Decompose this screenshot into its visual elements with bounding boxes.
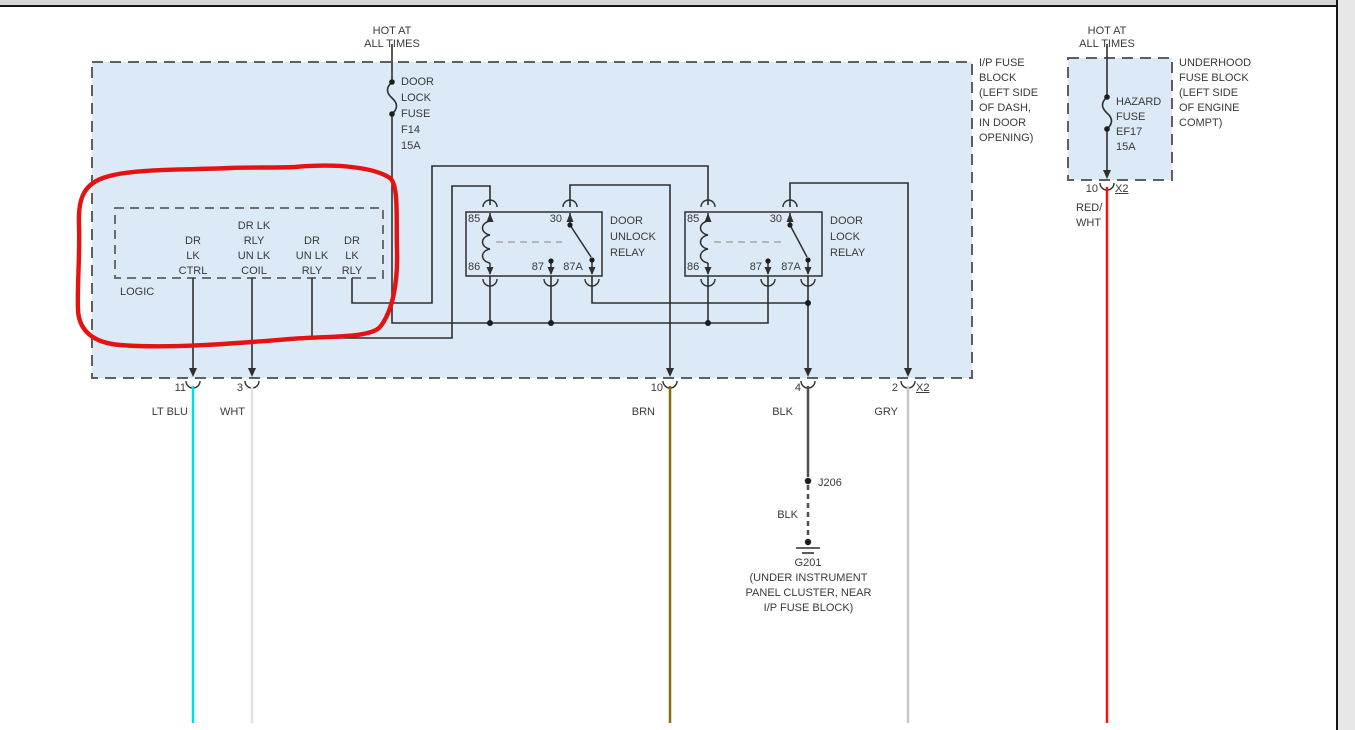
underhood-fuse-block-box — [1067, 57, 1173, 181]
unlock-pin-87: 87 — [531, 261, 544, 273]
lock-pin-85: 85 — [687, 213, 700, 225]
wire-dr-unlk-rly-to-85 — [311, 185, 491, 339]
logic-label: LOGIC — [120, 286, 155, 298]
wire-dr-lk-rly-to-85 — [351, 165, 709, 304]
ground-symbol-g201 — [796, 547, 820, 554]
hot-at-all-times-left: HOT AT ALL TIMES — [364, 25, 420, 50]
door-lock-relay-box — [684, 211, 823, 277]
logic-pin-dr-lk-rly: DR LK RLY — [341, 235, 363, 277]
connector-pin-2: 2 — [891, 382, 898, 394]
junction-dots — [389, 79, 1110, 546]
wire-b-plus-bus — [391, 114, 769, 324]
unlock-pin-85: 85 — [468, 213, 481, 225]
logic-box — [114, 207, 384, 279]
unlock-coil — [481, 220, 491, 264]
window-frame-right-line — [1336, 0, 1338, 730]
arrowheads — [189, 170, 1111, 377]
ground-wire-blk-label: BLK — [777, 509, 798, 521]
hot-at-all-times-right: HOT AT ALL TIMES — [1079, 25, 1135, 50]
logic-pin-dr-lk-rly-un-lk-coil: DR LK RLY UN LK COIL — [237, 220, 271, 277]
door-unlock-relay-box — [465, 211, 603, 277]
splice-j206-dot — [804, 477, 812, 485]
window-frame-top — [0, 0, 1355, 5]
fuse-ef17-label: HAZARD FUSE EF17 15A — [1116, 96, 1162, 153]
unlock-pin-87a: 87A — [563, 261, 583, 273]
fuse-f14-element — [386, 81, 398, 115]
lock-pin-30: 30 — [769, 213, 782, 225]
connector-pin-11: 11 — [174, 382, 186, 394]
lock-coil — [699, 220, 709, 264]
splice-j206-label: J206 — [818, 477, 842, 489]
fuse-ef17-element — [1101, 96, 1113, 130]
lock-pin-87: 87 — [749, 261, 762, 273]
lock-pin-86: 86 — [687, 261, 700, 273]
ground-dot — [804, 538, 812, 546]
underhood-pin-10: 10 — [1085, 183, 1098, 195]
unlock-pin-30: 30 — [549, 213, 562, 225]
connector-arcs — [185, 182, 1115, 389]
ip-fuse-block-box — [91, 61, 973, 379]
colored-wires — [191, 187, 1109, 723]
lock-pin-87a: 87A — [781, 261, 801, 273]
wire-unlock-30-to-pin10 — [569, 184, 671, 375]
ground-g201-label: G201 — [794, 557, 822, 569]
connector-x2-label: X2 — [916, 382, 930, 394]
ip-fuse-block-label: I/P FUSE BLOCK (LEFT SIDE OF DASH, IN DO… — [979, 57, 1039, 144]
logic-pin-dr-lk-ctrl: DR LK CTRL — [178, 235, 208, 277]
wire-label-gry: GRY — [874, 406, 898, 418]
window-frame-right — [1338, 0, 1355, 730]
wire-label-lt-blu: LT BLU — [151, 406, 188, 418]
unlock-pin-86: 86 — [468, 261, 481, 273]
wire-label-red-wht: RED/ WHT — [1076, 202, 1103, 229]
underhood-x2-label: X2 — [1115, 183, 1129, 195]
underhood-fuse-block-label: UNDERHOOD FUSE BLOCK (LEFT SIDE OF ENGIN… — [1179, 57, 1252, 129]
connector-pin-10: 10 — [650, 382, 663, 394]
wire-label-wht: WHT — [219, 406, 245, 418]
circuit-wires — [192, 44, 1113, 375]
ground-location-label: (UNDER INSTRUMENT PANEL CLUSTER, NEAR I/… — [745, 572, 872, 614]
red-annotation-circle — [75, 163, 400, 349]
wire-label-brn: BRN — [631, 406, 655, 418]
door-unlock-relay-label: DOOR UNLOCK RELAY — [610, 215, 656, 259]
logic-pin-dr-un-lk-rly: DR UN LK RLY — [295, 235, 329, 277]
wire-label-blk: BLK — [772, 406, 793, 418]
window-frame-top-line — [0, 5, 1355, 7]
connector-pin-3: 3 — [236, 382, 243, 394]
door-lock-relay-label: DOOR LOCK RELAY — [830, 215, 866, 259]
connector-pin-4: 4 — [794, 382, 801, 394]
wire-87a-link — [591, 276, 808, 304]
fuse-f14-label: DOOR LOCK FUSE F14 15A — [401, 76, 434, 152]
wire-lock-30-to-pin2 — [789, 182, 909, 375]
